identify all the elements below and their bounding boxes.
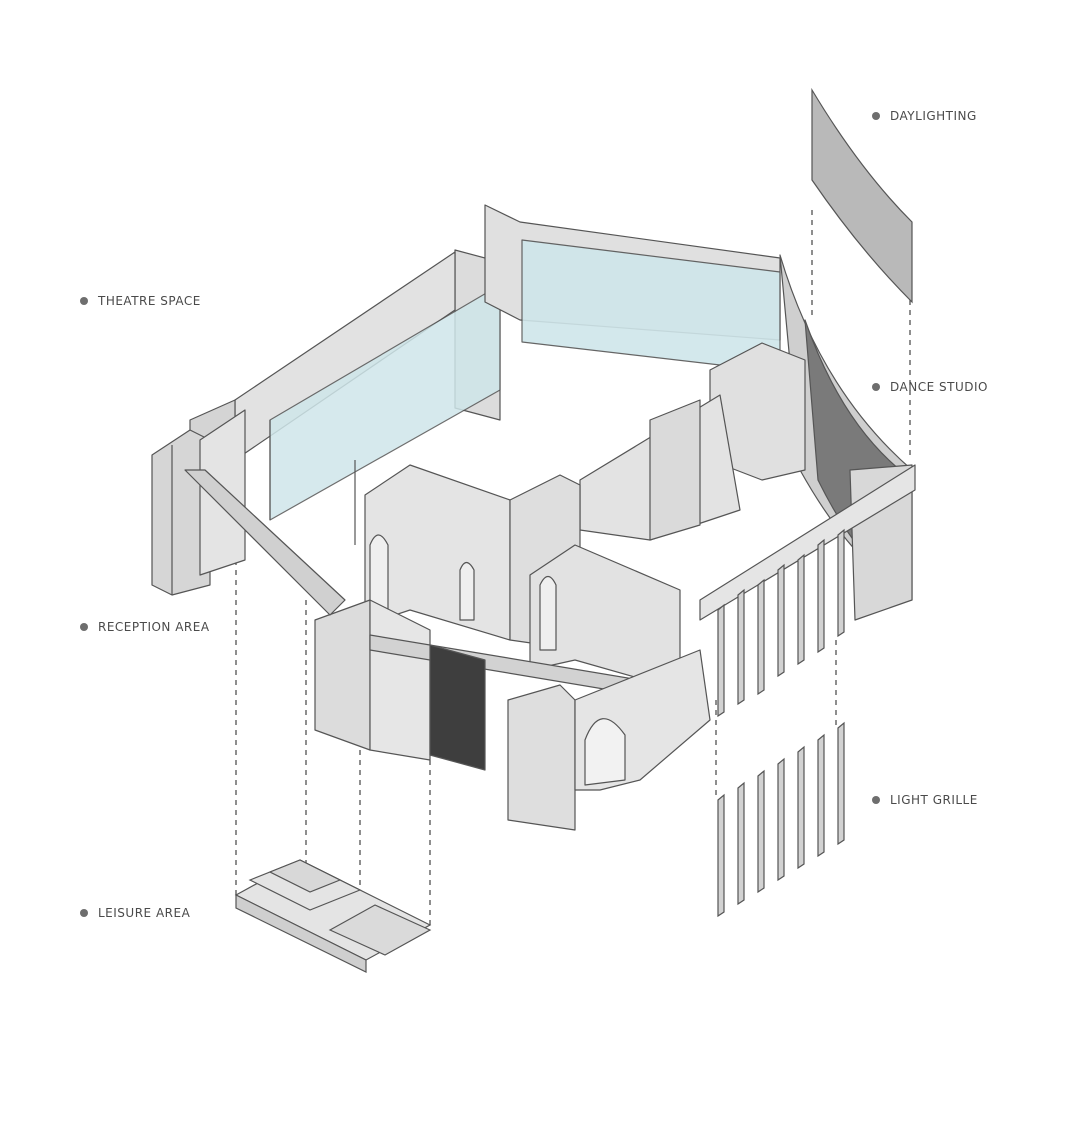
label-theatre-space: THEATRE SPACE [80, 294, 201, 308]
label-text: RECEPTION AREA [98, 620, 210, 634]
daylighting-panel [811, 87, 913, 304]
label-reception-area: RECEPTION AREA [80, 620, 210, 634]
label-text: DANCE STUDIO [890, 380, 988, 394]
label-daylighting: DAYLIGHTING [872, 109, 977, 123]
bullet-dot [872, 112, 880, 120]
building-model [151, 204, 916, 831]
label-text: LIGHT GRILLE [890, 793, 978, 807]
label-dance-studio: DANCE STUDIO [872, 380, 988, 394]
label-text: LEISURE AREA [98, 906, 191, 920]
projection-lines [235, 210, 911, 960]
bullet-dot [872, 796, 880, 804]
label-light-grille: LIGHT GRILLE [872, 793, 978, 807]
light-grille [717, 528, 845, 918]
label-leisure-area: LEISURE AREA [80, 906, 190, 920]
label-text: DAYLIGHTING [890, 109, 977, 123]
label-text: THEATRE SPACE [98, 294, 201, 308]
bullet-dot [80, 623, 88, 631]
bullet-dot [872, 383, 880, 391]
leisure-steps [234, 859, 432, 973]
bullet-dot [80, 297, 88, 305]
bullet-dot [80, 909, 88, 917]
